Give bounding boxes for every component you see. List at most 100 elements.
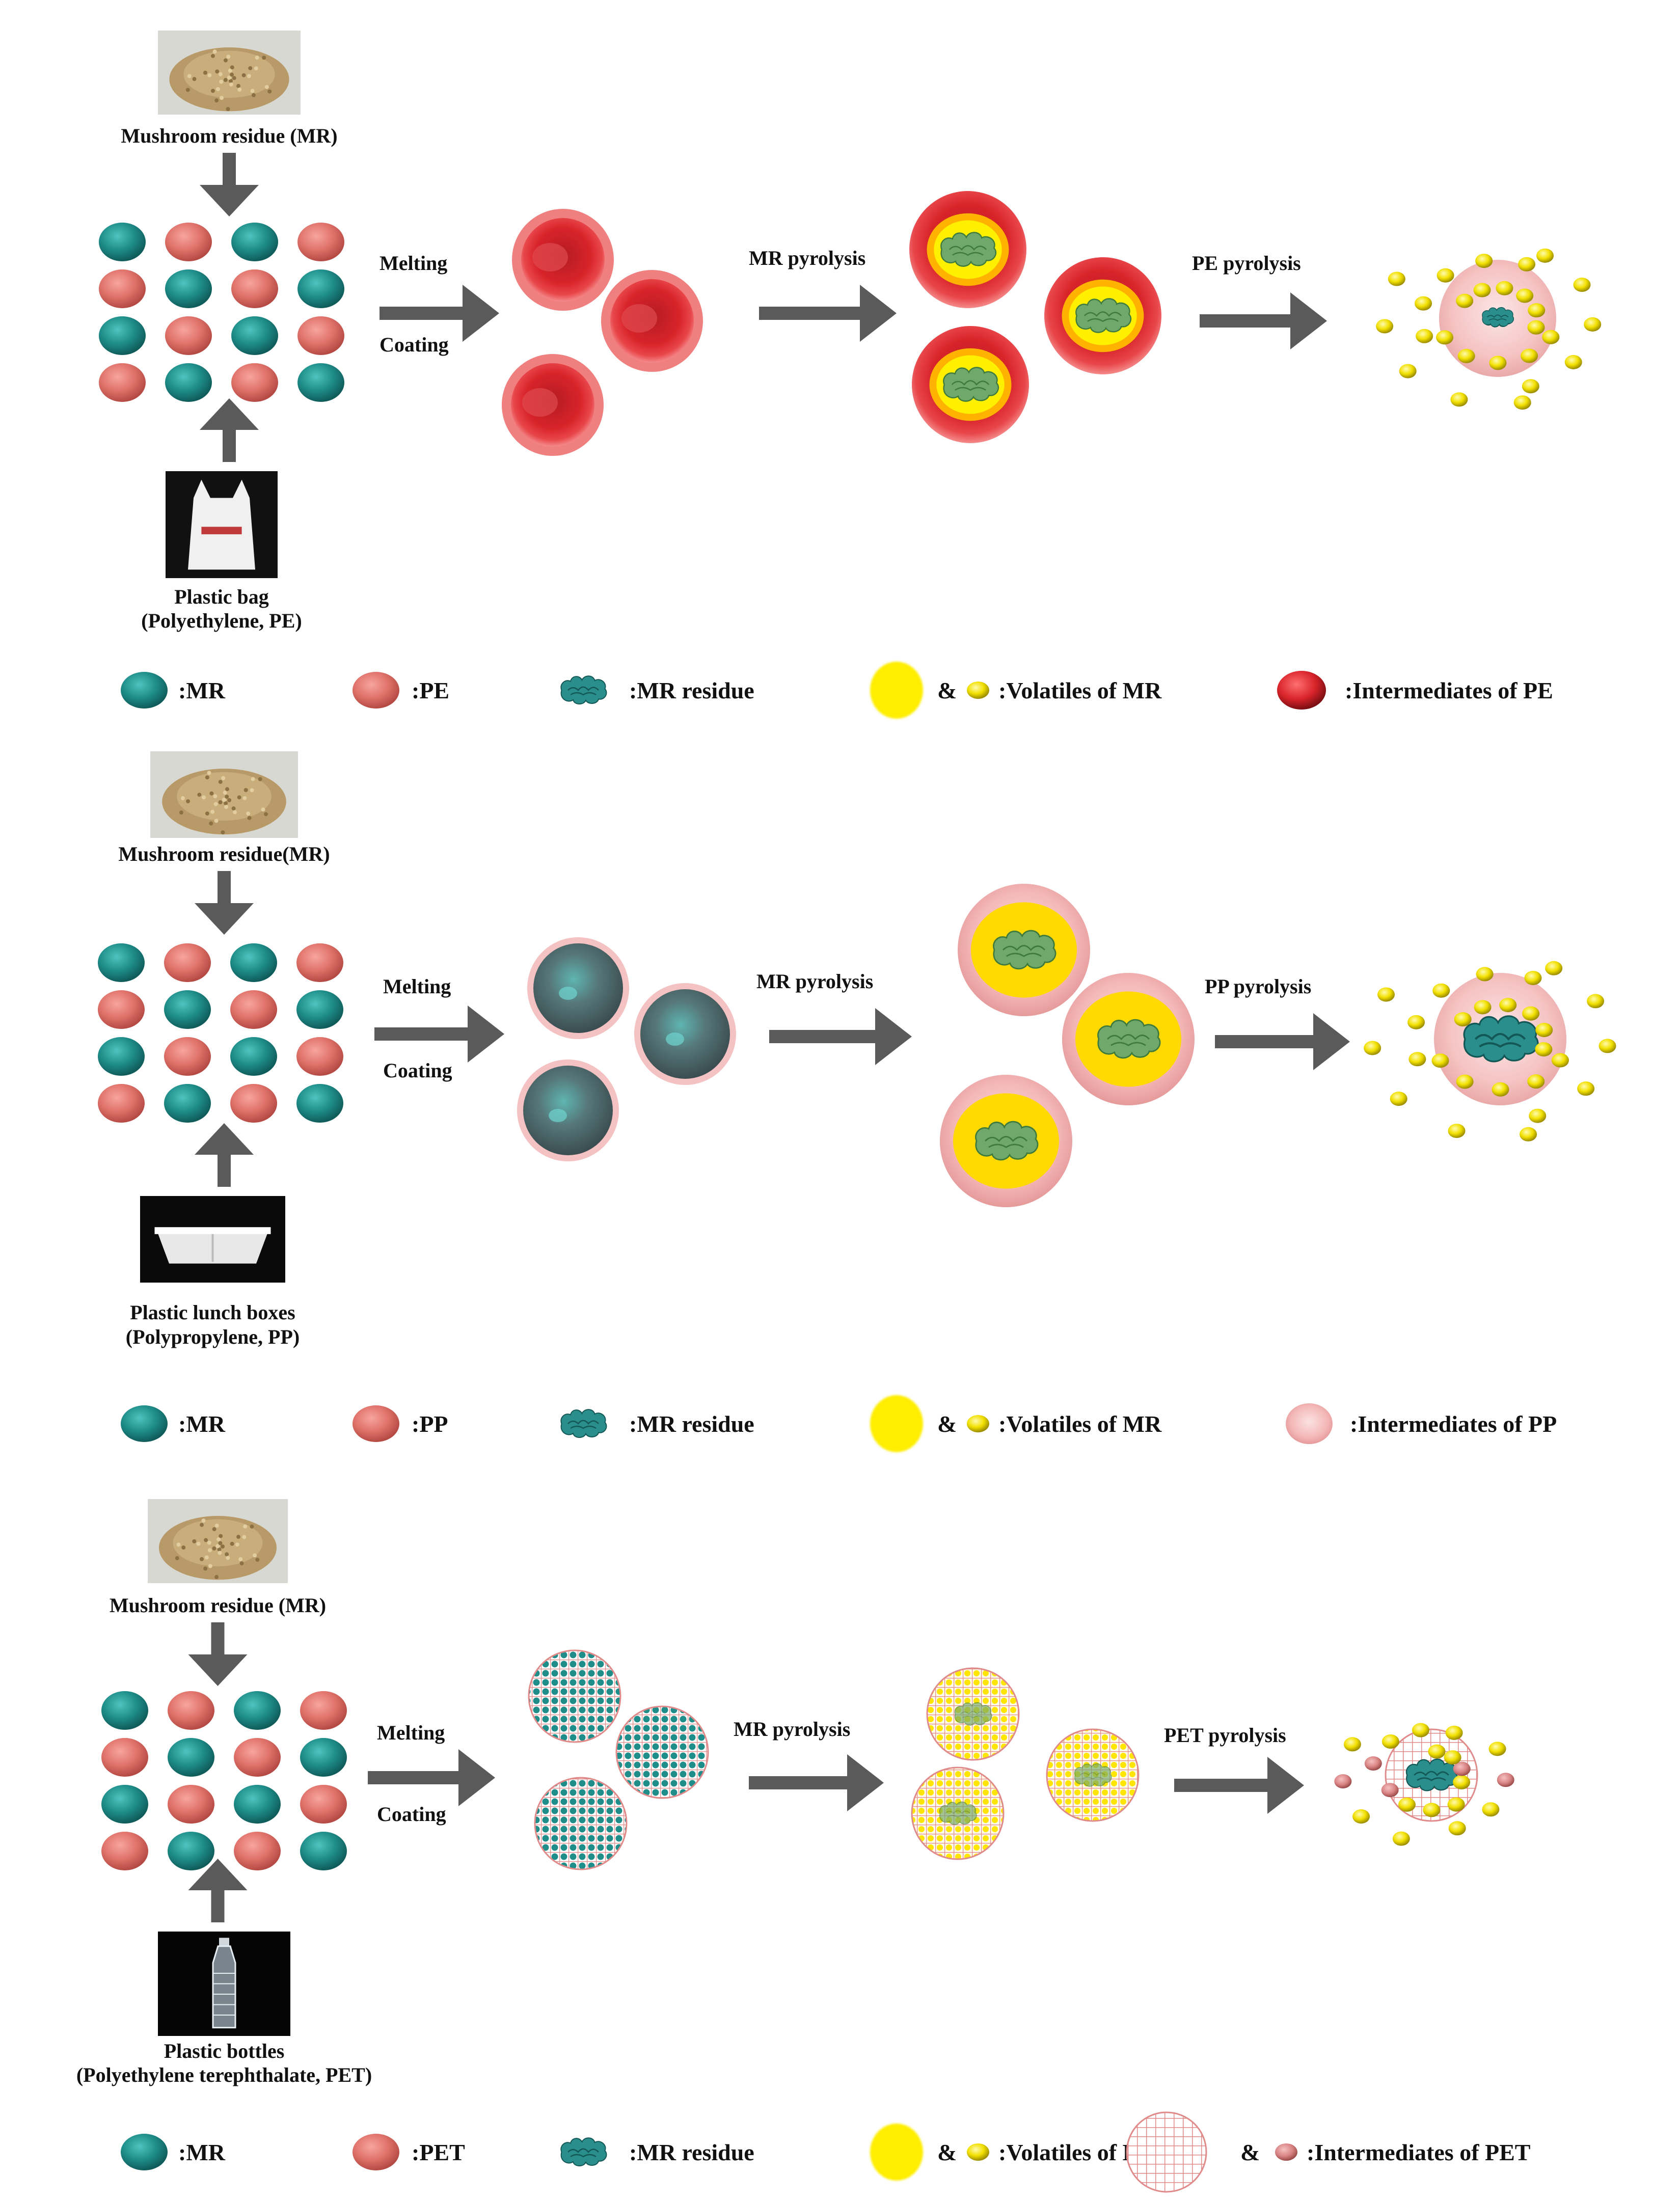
volatile-droplet xyxy=(1457,348,1475,363)
process-arrow xyxy=(1215,1013,1350,1070)
volatile-droplet xyxy=(1535,1023,1553,1038)
legend-intermediates-label: :Intermediates of PET xyxy=(1307,2139,1530,2165)
residue-grain xyxy=(209,791,214,796)
legend-volatile-droplet-swatch xyxy=(967,682,989,699)
residue-grain xyxy=(218,1551,222,1555)
residue-grain xyxy=(250,1524,254,1529)
mr-particle xyxy=(101,1691,148,1730)
pyrolyzed-particle xyxy=(912,326,1029,443)
legend-plastic-swatch xyxy=(353,1405,399,1442)
residue-grain xyxy=(215,87,220,92)
mushroom-residue-photo xyxy=(150,751,298,838)
residue-grain xyxy=(214,1575,219,1580)
mr-particle xyxy=(297,269,344,308)
residue-grain xyxy=(236,84,240,88)
mr-photo-label: Mushroom residue (MR) xyxy=(121,124,337,147)
volatile-droplet xyxy=(1381,1734,1399,1749)
pet-intermediate-droplet xyxy=(1381,1783,1399,1798)
residue-grain xyxy=(218,72,223,76)
residue-grain xyxy=(232,76,236,80)
step-mr-pyrolysis-label: MR pyrolysis xyxy=(734,1718,850,1741)
residue-grain xyxy=(230,1541,234,1546)
residue-grain xyxy=(246,811,251,816)
legend-volatile-cloud-swatch xyxy=(870,2124,923,2181)
volatile-droplet xyxy=(1444,1750,1461,1765)
particle-mixture-grid xyxy=(101,1691,347,1870)
pet-coating xyxy=(615,1705,709,1799)
legend-volatiles-label: :Volatiles of MR xyxy=(998,1411,1162,1437)
volatile-droplet xyxy=(1518,257,1536,271)
mr-particle xyxy=(234,1785,281,1824)
residue-grain xyxy=(221,776,226,780)
down-arrow xyxy=(188,1622,248,1686)
legend-residue-swatch xyxy=(560,1408,607,1438)
residue-grain xyxy=(214,1523,219,1528)
coated-particle xyxy=(615,1705,709,1799)
legend-ampersand: & xyxy=(1240,2139,1260,2165)
volatile-droplet xyxy=(1377,987,1395,1002)
legend: :MR:PET:MR residue&:Volatiles of MR&:Int… xyxy=(121,2111,1530,2193)
residue-grain xyxy=(176,1542,181,1547)
volatile-droplet xyxy=(1513,395,1531,410)
volatile-droplet xyxy=(1453,1775,1471,1789)
mr-residue xyxy=(939,1801,977,1825)
residue-grain xyxy=(215,69,220,74)
residue-grain xyxy=(221,830,225,835)
volatile-droplet xyxy=(1524,970,1542,985)
residue-grain xyxy=(200,1523,204,1527)
highlight xyxy=(559,987,577,1000)
plastic-particle xyxy=(234,1738,281,1777)
residue-grain xyxy=(236,1535,240,1539)
residue-grain xyxy=(185,88,190,92)
plastic-particle xyxy=(230,1084,277,1123)
plastic-particle xyxy=(165,223,212,261)
residue-grain xyxy=(232,810,237,814)
residue-grain xyxy=(207,1540,211,1545)
residue-grain xyxy=(251,777,255,781)
pyrolyzed-particle xyxy=(1062,973,1195,1105)
coated-particle xyxy=(634,983,736,1085)
residue-grain xyxy=(243,787,248,792)
residue-grain xyxy=(225,787,230,792)
residue-grain xyxy=(219,1534,223,1538)
residue-grain xyxy=(242,1535,247,1539)
legend-plastic-label: :PE xyxy=(412,677,449,703)
mr-particle xyxy=(296,1084,343,1123)
mr-particle xyxy=(164,1084,211,1123)
lunch-box-photo xyxy=(140,1196,285,1283)
volatile-droplet xyxy=(1399,364,1417,378)
mr-particle xyxy=(296,990,343,1029)
residue-grain xyxy=(237,87,242,92)
residue-grain xyxy=(224,801,228,805)
legend-ampersand: & xyxy=(937,2139,957,2165)
mr-particle xyxy=(98,1037,145,1076)
pet-intermediate-droplet xyxy=(1497,1773,1514,1787)
volatile-droplet xyxy=(1475,254,1493,268)
plastic-particle xyxy=(99,269,146,308)
residue-grain xyxy=(226,1556,230,1560)
legend: :MR:PP:MR residue&:Volatiles of MR:Inter… xyxy=(121,1395,1557,1452)
residue-grain xyxy=(218,1541,223,1545)
pyrolyzed-particle xyxy=(940,1075,1072,1207)
volatile-droplet xyxy=(1496,281,1513,295)
plastic-particle xyxy=(164,943,211,982)
residue-grain xyxy=(214,98,219,103)
legend-plastic-swatch xyxy=(353,2134,399,2170)
residue-grain xyxy=(180,796,185,801)
residue-pile-top xyxy=(173,1519,263,1566)
volatile-droplet xyxy=(1390,1092,1407,1106)
residue-grain xyxy=(175,1556,179,1561)
plastic-particle xyxy=(101,1738,148,1777)
mr-particle xyxy=(165,363,212,402)
step-plastic-pyrolysis-label: PE pyrolysis xyxy=(1192,252,1301,275)
plastic-label-polymer: (Polypropylene, PP) xyxy=(126,1325,300,1348)
coated-particle xyxy=(528,1649,621,1743)
process-arrow xyxy=(1174,1757,1304,1814)
legend-volatile-cloud-swatch xyxy=(870,1395,923,1452)
pp-melt-layer xyxy=(533,943,623,1033)
residue-grain xyxy=(230,65,234,70)
particle-mixture-grid xyxy=(98,943,343,1123)
residue-pile-top xyxy=(183,50,275,98)
plastic-particle xyxy=(297,223,344,261)
residue-grain xyxy=(248,66,253,70)
